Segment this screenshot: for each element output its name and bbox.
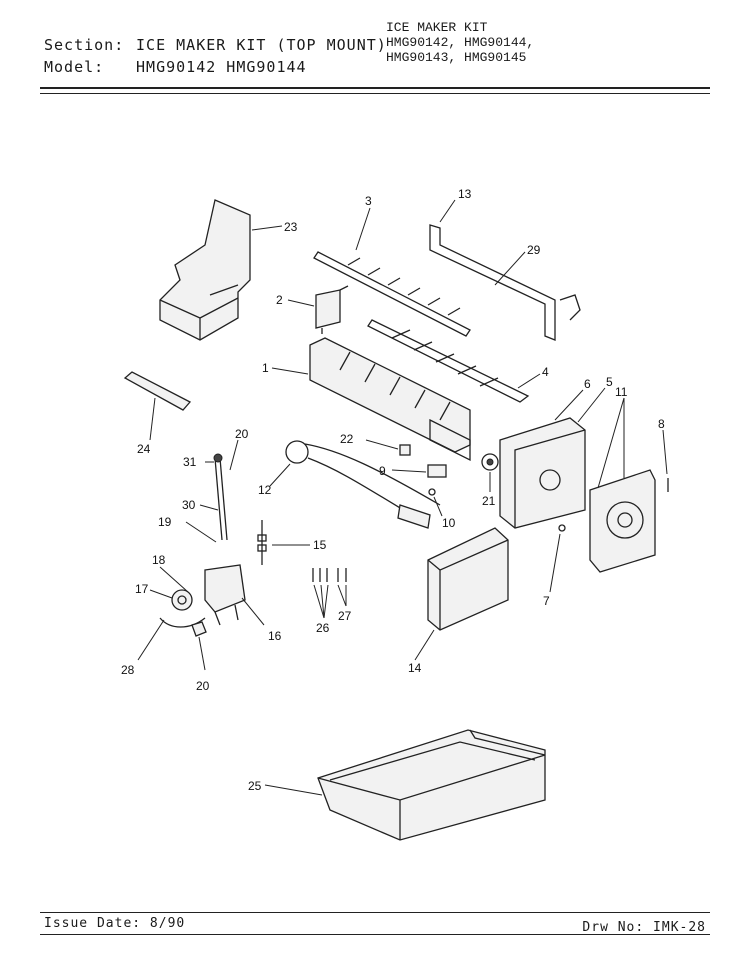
part-21-coupling [481, 453, 499, 492]
part-29-shield [429, 199, 581, 341]
part-1-mold [271, 337, 471, 462]
part-2-bracket [287, 285, 349, 334]
part-26-27-screws [312, 568, 347, 619]
part-8-screw [662, 429, 669, 492]
kit-models-line1: HMG90142, HMG90144, [386, 35, 535, 50]
drawing-number: Drw No: IMK-28 [582, 920, 706, 935]
callout-15: 15 [313, 538, 327, 552]
callout-14: 14 [408, 661, 422, 675]
part-7-screw [549, 524, 566, 593]
callout-26: 26 [316, 621, 330, 635]
callout-1: 1 [262, 361, 269, 375]
callout-17: 17 [135, 582, 149, 596]
kit-title: ICE MAKER KIT [386, 20, 488, 35]
callout-23: 23 [284, 220, 298, 234]
part-10-clip [428, 488, 443, 517]
kit-models-line2: HMG90143, HMG90145 [386, 50, 527, 65]
section-value: ICE MAKER KIT (TOP MOUNT) [136, 36, 387, 54]
callout-24: 24 [137, 442, 151, 456]
model-row: Model: HMG90142 HMG90144 [44, 56, 387, 78]
part-11-motor-module [589, 397, 656, 573]
callout-6: 6 [584, 377, 591, 391]
callout-10: 10 [442, 516, 456, 530]
callout-7: 7 [543, 594, 550, 608]
part-23-cover [159, 199, 283, 341]
callout-31: 31 [183, 455, 197, 469]
callout-25: 25 [248, 779, 262, 793]
callout-20-lower: 20 [196, 679, 210, 693]
footer-rule [40, 912, 710, 913]
callout-13: 13 [458, 187, 472, 201]
callout-21: 21 [482, 494, 496, 508]
callout-27: 27 [338, 609, 352, 623]
callout-5: 5 [606, 375, 613, 389]
callout-18: 18 [152, 553, 166, 567]
part-9-thermostat [391, 464, 447, 478]
model-label: Model: [44, 58, 105, 76]
callout-11: 11 [615, 385, 628, 399]
section-label: Section: [44, 36, 125, 54]
part-14-cover [414, 527, 509, 661]
part-24-fill-cup [123, 371, 192, 441]
section-model-header: Section: ICE MAKER KIT (TOP MOUNT) Model… [44, 34, 387, 78]
part-12-wire-harness [269, 440, 441, 529]
issue-date: Issue Date: 8/90 [44, 916, 186, 931]
callout-9: 9 [379, 464, 386, 478]
section-row: Section: ICE MAKER KIT (TOP MOUNT) [44, 34, 387, 56]
part-3-ejector [313, 207, 471, 337]
part-30-water-tube [185, 439, 239, 543]
callout-30: 30 [182, 498, 196, 512]
callout-22: 22 [340, 432, 354, 446]
part-22-clip [365, 439, 411, 456]
callout-20-upper: 20 [235, 427, 249, 441]
callout-12: 12 [258, 483, 272, 497]
part-16-water-valve [137, 564, 265, 671]
callout-8: 8 [658, 417, 665, 431]
part-25-ice-bin [264, 729, 546, 841]
part-15-tubing [257, 520, 310, 565]
callout-3: 3 [365, 194, 372, 208]
callout-2: 2 [276, 293, 283, 307]
callout-19: 19 [158, 515, 172, 529]
callout-16: 16 [268, 629, 282, 643]
callout-4: 4 [542, 365, 549, 379]
callout-29: 29 [527, 243, 541, 257]
model-value: HMG90142 HMG90144 [136, 58, 307, 76]
header-rule [40, 87, 710, 89]
callout-28: 28 [121, 663, 135, 677]
footer-rule-bottom [40, 934, 710, 935]
part-4-heater-rack [367, 319, 541, 403]
part-5-housing [499, 387, 606, 529]
header-rule-thin [40, 93, 710, 94]
